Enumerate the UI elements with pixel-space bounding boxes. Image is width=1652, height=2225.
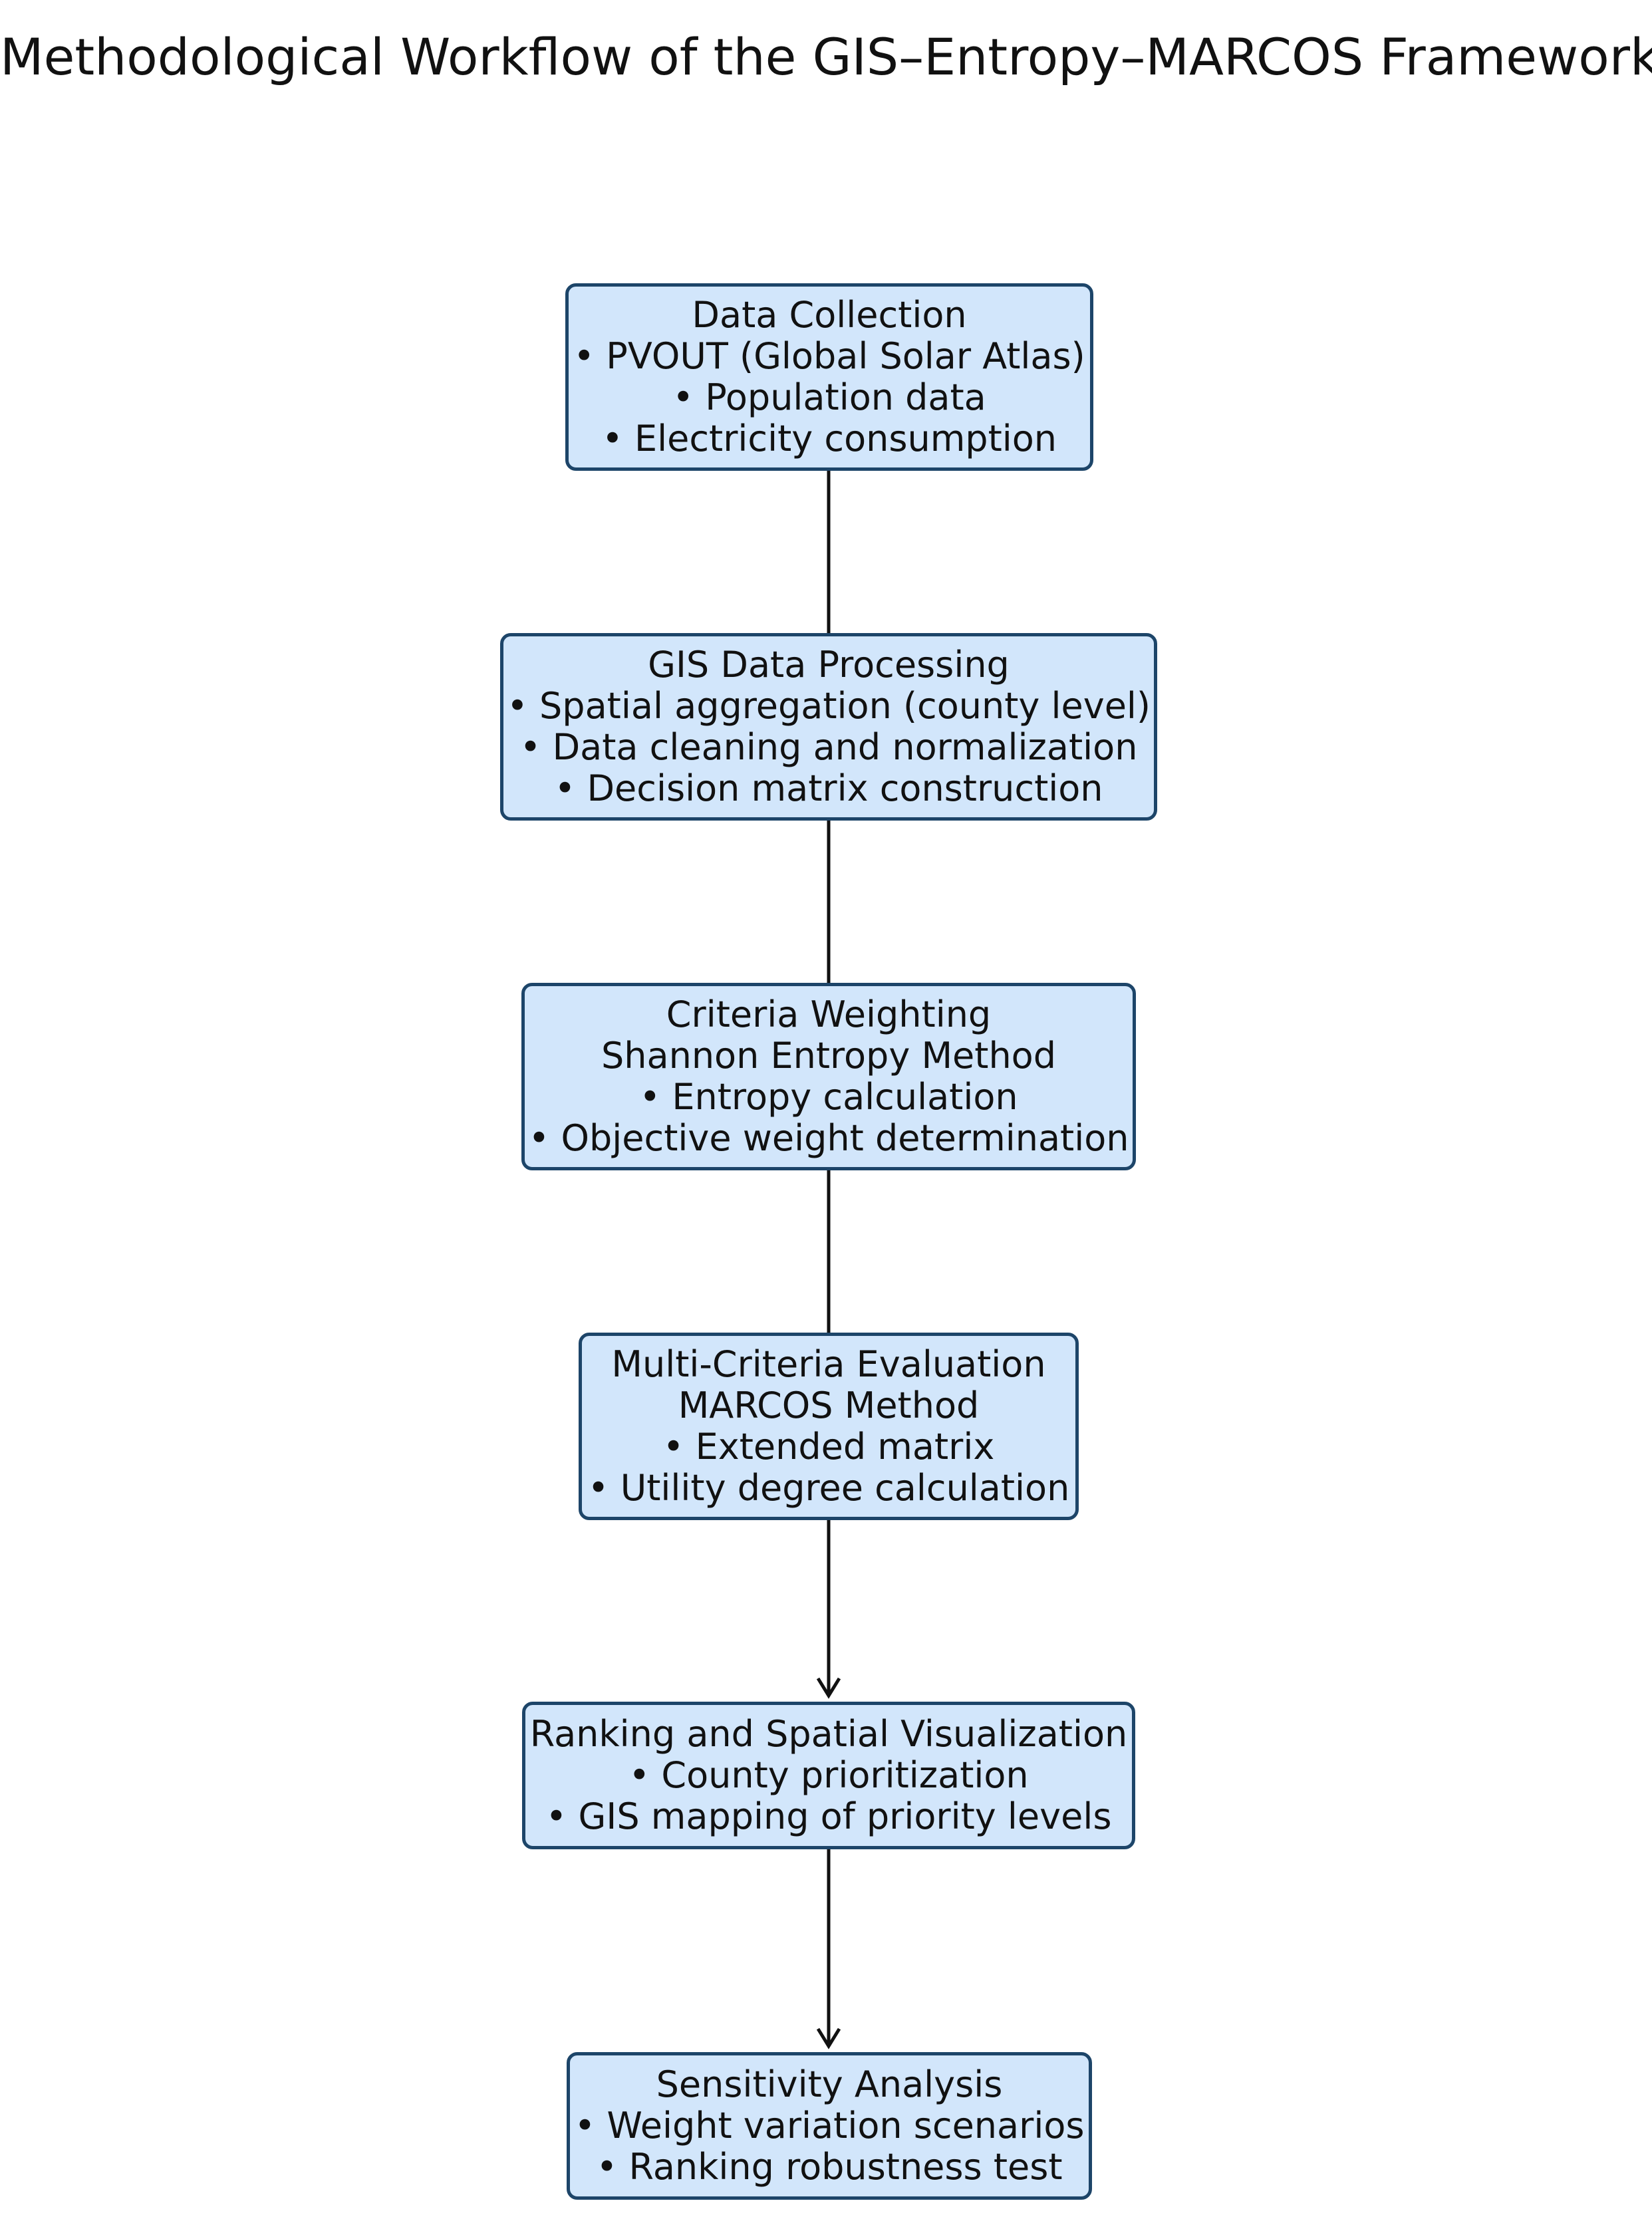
step-bullet: • Entropy calculation bbox=[639, 1076, 1018, 1118]
step-heading: Data Collection bbox=[692, 294, 967, 336]
connector-arrowhead-4 bbox=[816, 1677, 841, 1699]
step-sensitivity-analysis: Sensitivity Analysis • Weight variation … bbox=[567, 2052, 1092, 2200]
step-bullet: • Spatial aggregation (county level) bbox=[507, 685, 1151, 727]
step-bullet: • Population data bbox=[672, 376, 986, 418]
step-heading: GIS Data Processing bbox=[648, 644, 1010, 686]
step-heading: Ranking and Spatial Visualization bbox=[529, 1713, 1128, 1755]
step-gis-data-processing: GIS Data Processing • Spatial aggregatio… bbox=[500, 633, 1157, 821]
step-bullet: • Extended matrix bbox=[662, 1426, 995, 1468]
step-bullet: • GIS mapping of priority levels bbox=[545, 1795, 1112, 1837]
step-subheading: Shannon Entropy Method bbox=[601, 1035, 1056, 1077]
step-data-collection: Data Collection • PVOUT (Global Solar At… bbox=[565, 283, 1093, 471]
step-bullet: • Utility degree calculation bbox=[587, 1467, 1070, 1509]
step-criteria-weighting: Criteria Weighting Shannon Entropy Metho… bbox=[521, 983, 1136, 1170]
step-heading: Multi-Criteria Evaluation bbox=[611, 1343, 1046, 1385]
step-bullet: • County prioritization bbox=[628, 1754, 1029, 1796]
step-bullet: • Weight variation scenarios bbox=[574, 2105, 1085, 2147]
step-multi-criteria-evaluation: Multi-Criteria Evaluation MARCOS Method … bbox=[579, 1333, 1079, 1520]
diagram-title: Methodological Workflow of the GIS–Entro… bbox=[0, 27, 1652, 86]
step-bullet: • Data cleaning and normalization bbox=[519, 726, 1138, 768]
step-bullet: • Decision matrix construction bbox=[554, 767, 1103, 809]
step-bullet: • PVOUT (Global Solar Atlas) bbox=[573, 335, 1085, 377]
step-bullet: • Objective weight determination bbox=[528, 1117, 1129, 1159]
connector-arrowhead-5 bbox=[816, 2028, 841, 2049]
step-ranking-visualization: Ranking and Spatial Visualization • Coun… bbox=[522, 1702, 1135, 1849]
step-heading: Sensitivity Analysis bbox=[656, 2063, 1003, 2105]
step-bullet: • Ranking robustness test bbox=[596, 2146, 1063, 2188]
step-subheading: MARCOS Method bbox=[678, 1384, 980, 1426]
step-heading: Criteria Weighting bbox=[666, 993, 992, 1035]
step-bullet: • Electricity consumption bbox=[601, 418, 1057, 459]
